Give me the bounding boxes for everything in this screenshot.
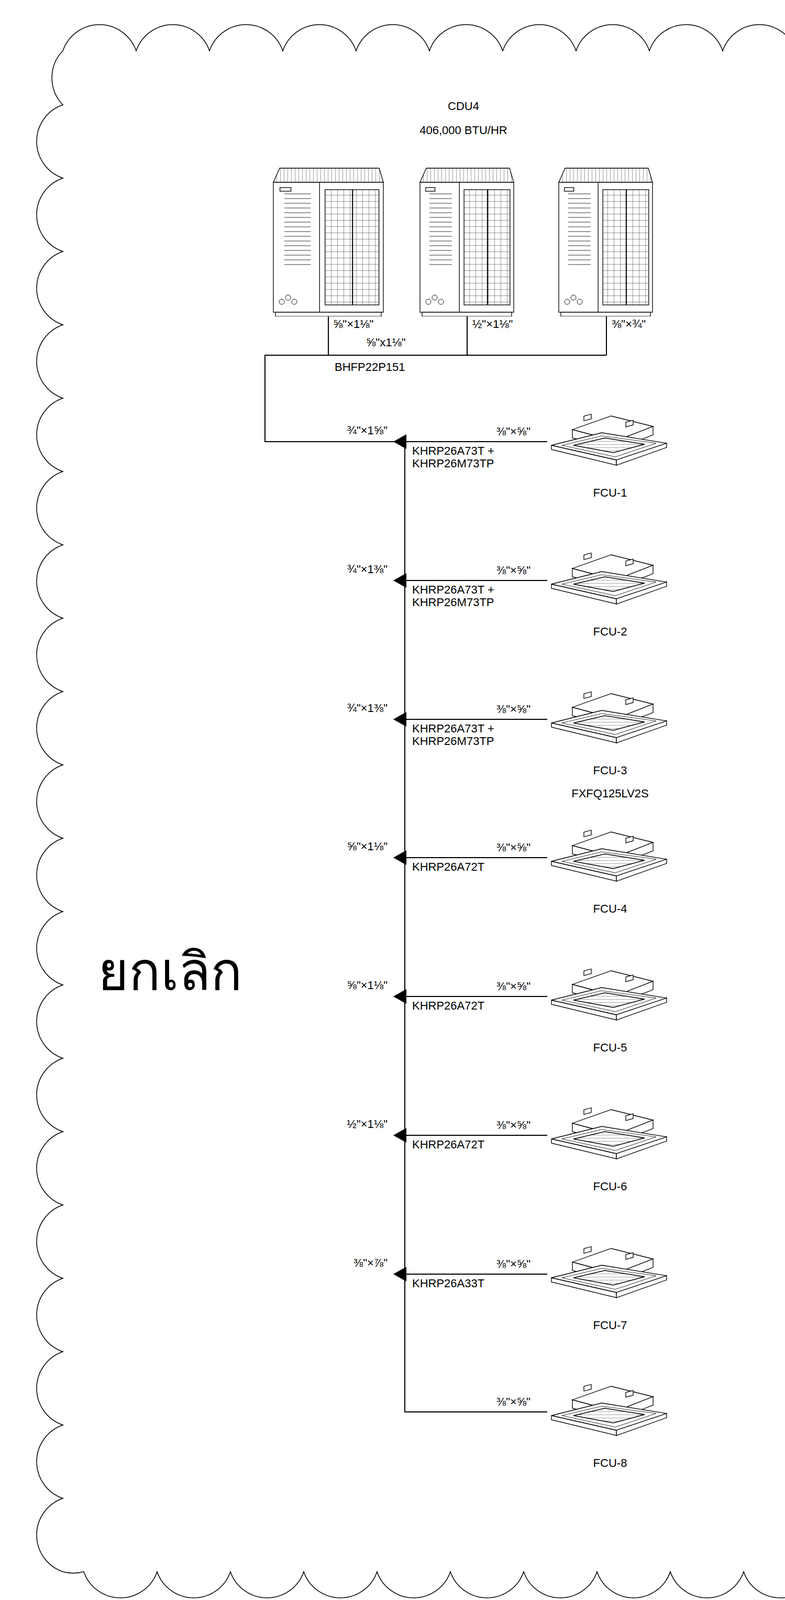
unit-tag: FCU-4 — [547, 897, 673, 921]
capacity-text: 406,000 BTU/HR — [261, 118, 666, 143]
drop-pipe — [466, 316, 468, 356]
refnet-model: KHRP26A72T — [411, 999, 518, 1012]
pipe-size: ¾"×1⅜" — [346, 562, 389, 577]
cassette-unit-illustration — [547, 1106, 673, 1167]
fan-coil-unit: FCU-7 — [547, 1244, 673, 1337]
cassette-unit-illustration — [547, 828, 673, 889]
refnet-model: KHRP26A73T + KHRP26M73TP — [411, 444, 518, 470]
pipe-size: ¾"×1⅜" — [346, 701, 389, 715]
condensing-unit-group: CDU4406,000 BTU/HR — [261, 94, 666, 317]
cassette-unit-illustration — [547, 1382, 673, 1443]
cassette-unit-illustration — [547, 412, 673, 473]
refrigerant-branch-pipe — [264, 316, 548, 581]
pipe-size: ⅜"×⅝" — [495, 1256, 532, 1271]
refrigerant-branch-pipe — [264, 316, 548, 720]
refrigerant-pipe — [328, 316, 607, 356]
pipe-size: ⅜"×⅝" — [495, 563, 532, 578]
refnet-model: KHRP26A33T — [411, 1276, 518, 1290]
fan-coil-unit: FCU-3FXFQ125LV2S — [547, 690, 673, 805]
refrigerant-branch-pipe — [264, 316, 548, 858]
cassette-unit-illustration — [547, 1244, 673, 1306]
refrigerant-branch-pipe — [264, 316, 548, 1274]
cloud-outline — [36, 24, 785, 1598]
unit-tag: FCU-7 — [547, 1313, 673, 1337]
cassette-unit-illustration — [547, 690, 673, 751]
refnet-model: KHRP26A73T + KHRP26M73TP — [411, 583, 518, 609]
pipe-size: ⅜"×¾" — [610, 317, 647, 331]
pipe-size: ⅜"×⅝" — [495, 840, 532, 855]
fan-coil-unit: FCU-6 — [547, 1106, 673, 1198]
unit-tag: FCU-1 — [547, 481, 673, 505]
pipe-size: ⅜"×⅝" — [495, 1394, 532, 1409]
outdoor-unit — [419, 168, 514, 317]
refnet-model: KHRP26A73T + KHRP26M73TP — [411, 722, 518, 748]
pipe-size: ⅜"×⅝" — [495, 979, 532, 993]
pipe-size: ⅜"×⅝" — [495, 1118, 532, 1132]
unit-tag: FCU-6 — [547, 1174, 673, 1198]
pipe-size: ⅝"x1⅛" — [365, 335, 407, 350]
drop-pipe — [605, 316, 607, 356]
refnet-model: KHRP26A72T — [411, 860, 518, 873]
refrigerant-branch-pipe — [264, 316, 548, 997]
refnet-model: KHRP26A72T — [411, 1137, 518, 1151]
fan-coil-unit: FCU-5 — [547, 967, 673, 1059]
pipe-size: ¾"×1⅝" — [346, 423, 389, 438]
unit-tag: FCU-2 — [547, 620, 673, 644]
unit-tag: FCU-5 — [547, 1035, 673, 1059]
fan-coil-unit: FCU-8 — [547, 1382, 673, 1475]
pipe-size: ⅝"×1⅛" — [332, 317, 375, 331]
unit-tag: CDU4 — [261, 94, 666, 119]
pipe-size: ⅜"×⅞" — [352, 1255, 389, 1270]
refrigerant-branch-pipe — [264, 316, 548, 442]
cassette-unit-illustration — [547, 551, 673, 612]
cassette-unit-illustration — [547, 967, 673, 1028]
fan-coil-unit: FCU-4 — [547, 828, 673, 921]
cancel-stamp: ยกเลิก — [96, 940, 244, 1003]
fan-coil-unit: FCU-1 — [547, 412, 673, 505]
refrigerant-branch-pipe — [264, 316, 548, 1135]
pipe-size: ⅝"×1⅛" — [346, 839, 389, 854]
fan-coil-unit: FCU-2 — [547, 551, 673, 644]
outdoor-unit — [273, 168, 384, 317]
pipe-size: ⅝"×1⅛" — [346, 978, 389, 992]
model-number: FXFQ125LV2S — [547, 781, 673, 805]
pipe-size: ½"×1⅛" — [346, 1117, 389, 1131]
unit-tag: FCU-8 — [547, 1451, 673, 1475]
pipe-size: ½"×1⅛" — [471, 317, 514, 331]
branch-kit-model: BHFP22P151 — [333, 360, 407, 374]
pipe-size: ⅜"×⅝" — [495, 424, 532, 439]
unit-tag: FCU-3 — [547, 758, 673, 782]
pipe-size: ⅜"×⅝" — [495, 702, 532, 716]
refrigerant-branch-pipe — [264, 316, 548, 1412]
revision-cloud — [36, 24, 785, 1598]
outdoor-unit — [558, 168, 653, 317]
